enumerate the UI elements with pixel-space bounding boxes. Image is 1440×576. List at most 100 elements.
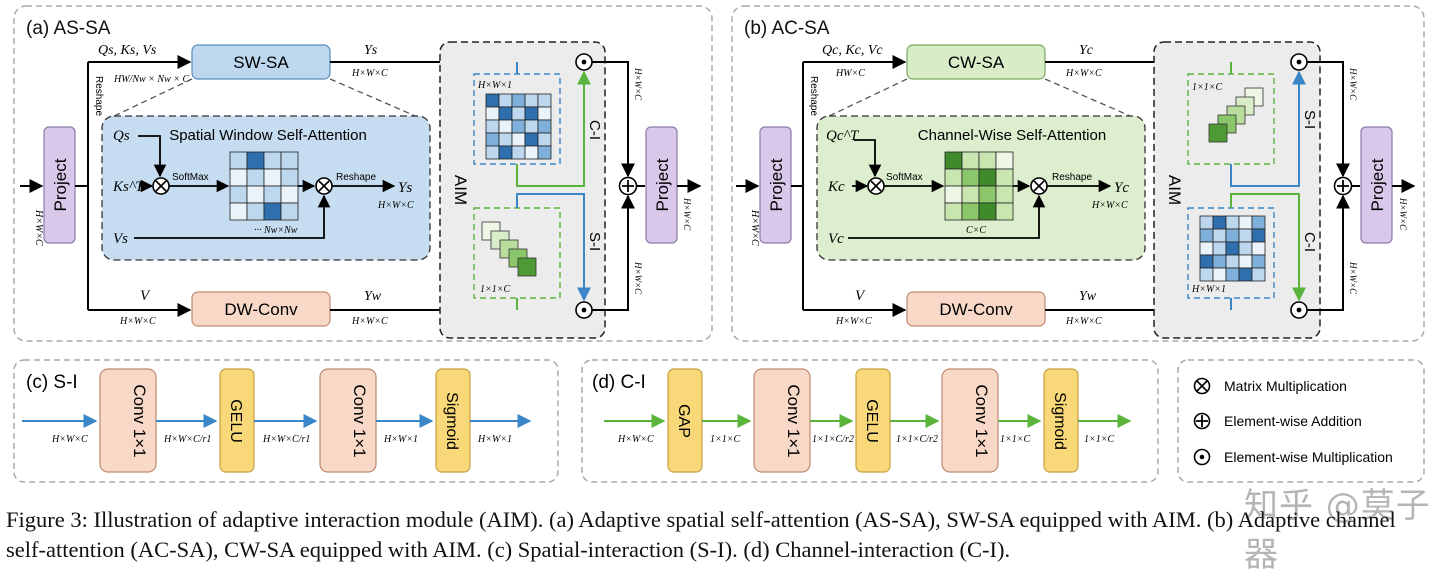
grid-cell (1251, 215, 1266, 230)
grid-cell (944, 151, 963, 170)
ci-arrow (516, 70, 591, 187)
grid-cell (246, 168, 265, 187)
grid-cell (537, 106, 552, 121)
mul-legend-icon (1193, 448, 1211, 466)
si-conv2-label: Conv 1×1 (350, 384, 369, 457)
ci-in-dim: H×W×C (617, 434, 654, 445)
legend-add-label: Element-wise Addition (1224, 413, 1362, 429)
zoom-line-left (109, 78, 193, 119)
grid-cell (537, 145, 552, 160)
softmax-label: SoftMax (886, 172, 923, 183)
map-dim: ··· Nw×Nw (254, 225, 298, 236)
grid-cell (1225, 228, 1240, 243)
spatial-weight-map (1199, 215, 1266, 282)
grid-cell (1212, 254, 1227, 269)
q-label: Qs (113, 128, 130, 144)
reshape2-label: Reshape (1052, 172, 1092, 183)
legend-frame (1177, 359, 1425, 483)
si-d3: H×W×1 (383, 434, 418, 445)
matmul-op-b1 (867, 177, 885, 195)
grid-cell (485, 132, 500, 147)
ci-d5: 1×1×C (1084, 434, 1114, 445)
mul-op-a-bottom (575, 301, 593, 319)
grid-cell (246, 151, 265, 170)
grid-cell (1225, 215, 1240, 230)
watermark: 知乎 @莫子器 (1244, 486, 1431, 575)
grid-cell (1251, 241, 1266, 256)
attn-out-label: Yc (1114, 180, 1129, 196)
grid-cell (1238, 254, 1253, 269)
grid-cell (1225, 241, 1240, 256)
grid-cell (524, 106, 539, 121)
grid-cell (263, 185, 282, 204)
zoom-line-right (1044, 78, 1136, 119)
spatial-weight-map (485, 93, 552, 160)
yw-dim: H×W×C (1065, 316, 1102, 327)
grid-cell (246, 202, 265, 221)
qkv-label: Qc, Kc, Vc (822, 43, 883, 58)
panel-b-title: (b) AC-SA (744, 18, 830, 39)
qkv-label: Qs, Ks, Vs (98, 43, 157, 58)
spatial-attention-map (229, 151, 299, 221)
grid-cell (1199, 241, 1214, 256)
q-arrow (854, 139, 882, 178)
top-merge-line (592, 61, 635, 178)
yw-label: Yw (364, 289, 382, 304)
input-dim: H×W×C (33, 209, 44, 246)
ci-gap-label: GAP (675, 404, 692, 438)
k-label: Ks^T (112, 179, 145, 195)
attn-out-label: Ys (398, 180, 412, 196)
stack-cell (1208, 123, 1228, 143)
ci-arrow (1230, 193, 1306, 302)
grid-cell (995, 151, 1014, 170)
channel-map-dim: 1×1×C (480, 284, 510, 295)
grid-cell (961, 202, 980, 221)
si-label: S-I (1301, 110, 1318, 129)
bottom-merge-line (1307, 194, 1350, 311)
grid-cell (1212, 228, 1227, 243)
aim-box (439, 41, 606, 339)
grid-cell (498, 106, 513, 121)
grid-cell (498, 145, 513, 160)
dw-conv-label: DW-Conv (224, 300, 298, 319)
grid-cell (280, 151, 299, 170)
grid-cell (498, 119, 513, 134)
spatial-attention-title: Spatial Window Self-Attention (169, 127, 367, 144)
aim-label: AIM (1165, 175, 1184, 205)
grid-cell (263, 168, 282, 187)
si-d4: H×W×1 (477, 434, 512, 445)
grid-cell (485, 119, 500, 134)
si-arrow (1230, 70, 1306, 187)
grid-cell (1212, 241, 1227, 256)
grid-cell (1212, 215, 1227, 230)
ci-sigmoid-label: Sigmoid (1051, 392, 1068, 450)
panel-c-title: (c) S-I (26, 372, 78, 393)
panel-b: (b) AC-SA H×W×C Project Reshape Qc, Kc, … (731, 5, 1425, 342)
grid-cell (1238, 241, 1253, 256)
aim-diagram: (a) AS-SA H×W×C Project Reshape Qs, Ks, … (13, 5, 1425, 483)
grid-cell (1251, 267, 1266, 282)
grid-cell (511, 132, 526, 147)
grid-cell (263, 151, 282, 170)
grid-cell (229, 202, 248, 221)
grid-cell (485, 93, 500, 108)
grid-cell (280, 202, 299, 221)
reshape2-label: Reshape (336, 172, 376, 183)
grid-cell (1199, 228, 1214, 243)
caption-text: Illustration of adaptive interaction mod… (6, 507, 1396, 562)
grid-cell (537, 119, 552, 134)
figure-caption: Figure 3: Illustration of adaptive inter… (6, 505, 1436, 565)
grid-cell (229, 168, 248, 187)
grid-cell (511, 145, 526, 160)
right-dim-top: H×W×C (633, 67, 643, 101)
attn-out-dim: H×W×C (1091, 200, 1128, 211)
grid-cell (524, 93, 539, 108)
grid-cell (485, 145, 500, 160)
ci-conv1-label: Conv 1×1 (784, 384, 803, 457)
grid-cell (995, 185, 1014, 204)
zoom-line-left (824, 78, 908, 119)
ys-dim: H×W×C (351, 68, 388, 79)
aim-label: AIM (451, 175, 470, 205)
grid-cell (978, 151, 997, 170)
legend: Matrix Multiplication Element-wise Addit… (1177, 359, 1425, 483)
